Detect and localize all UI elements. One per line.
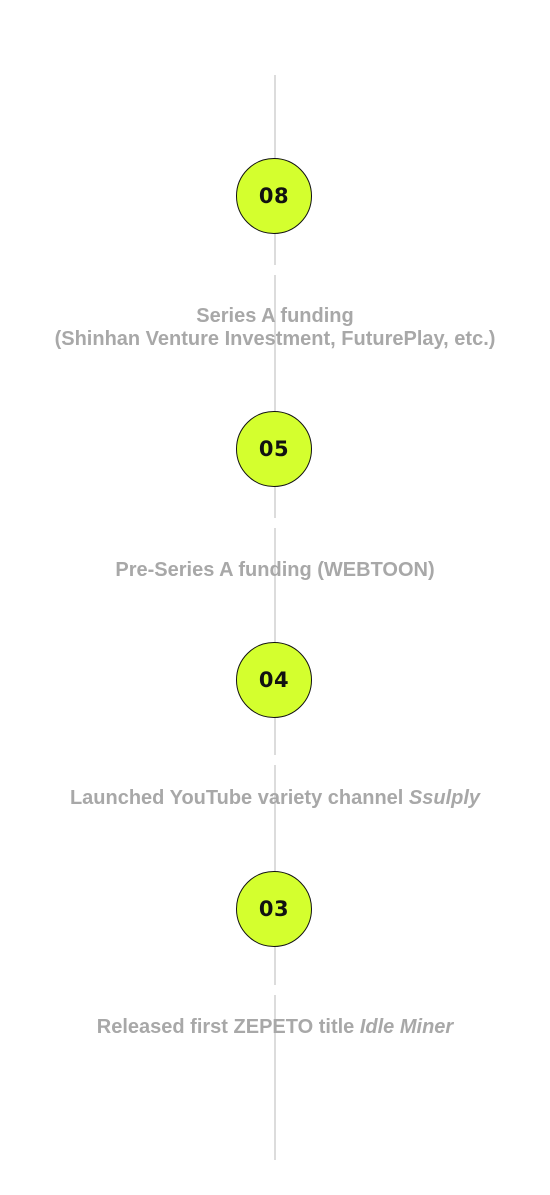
milestone-badge-08: 08 bbox=[236, 158, 312, 234]
line-gap bbox=[270, 755, 280, 765]
caption-line: Series A funding bbox=[196, 305, 354, 327]
caption-italic-title: Idle Miner bbox=[359, 1016, 454, 1038]
timeline-line bbox=[274, 75, 276, 1160]
milestone-number: 04 bbox=[258, 668, 290, 692]
milestone-number: 03 bbox=[258, 897, 290, 921]
milestone-caption-03: Released first ZEPETO title Idle Miner bbox=[0, 1016, 550, 1039]
milestone-number: 08 bbox=[258, 184, 290, 208]
caption-line: Released first ZEPETO title Idle Miner bbox=[0, 1016, 550, 1039]
caption-text: Released first ZEPETO title bbox=[96, 1016, 360, 1038]
milestone-caption-05: Pre-Series A funding (WEBTOON) bbox=[0, 559, 550, 582]
caption-italic-title: Ssulply bbox=[408, 787, 481, 809]
caption-text: Launched YouTube variety channel bbox=[69, 787, 409, 809]
caption-line: Pre-Series A funding (WEBTOON) bbox=[115, 559, 435, 581]
line-gap bbox=[270, 265, 280, 275]
milestone-number: 05 bbox=[258, 437, 290, 461]
milestone-badge-03: 03 bbox=[236, 871, 312, 947]
milestone-badge-05: 05 bbox=[236, 411, 312, 487]
line-gap bbox=[270, 985, 280, 995]
line-gap bbox=[270, 518, 280, 528]
milestone-badge-04: 04 bbox=[236, 642, 312, 718]
milestone-caption-04: Launched YouTube variety channel Ssulply bbox=[0, 787, 550, 810]
milestone-caption-08: Series A funding (Shinhan Venture Invest… bbox=[0, 305, 550, 351]
caption-line: (Shinhan Venture Investment, FuturePlay,… bbox=[54, 328, 496, 350]
caption-line: Launched YouTube variety channel Ssulply bbox=[0, 787, 550, 810]
